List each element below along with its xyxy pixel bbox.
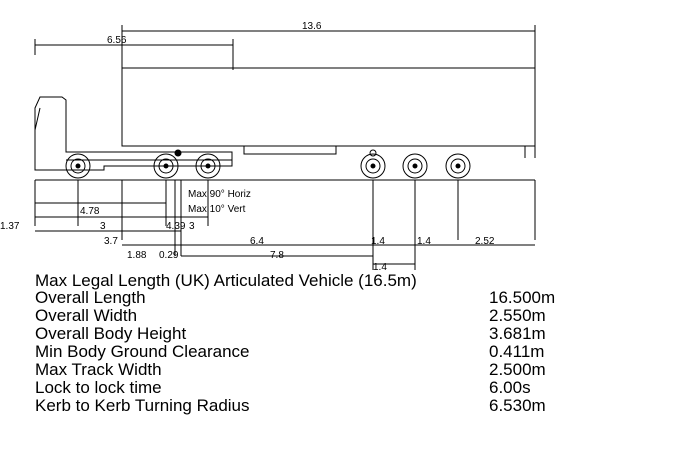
spec-value: 2.550m [489, 306, 546, 325]
wheel-drive-2 [195, 153, 221, 179]
trailer-skirt [243, 145, 337, 155]
wheel-trailer-2 [402, 153, 428, 179]
dim-1-4c: 1.4 [373, 262, 387, 272]
wheel-front [65, 153, 91, 179]
dim-3b: 3 [189, 221, 195, 232]
dim-3: 3 [100, 221, 106, 232]
spec-row: Max Track Width 2.500m [35, 361, 635, 379]
spec-label: Max Track Width [35, 360, 162, 379]
wheels [65, 149, 471, 179]
dim-3-7: 3.7 [104, 236, 118, 247]
dim-4-78: 4.78 [80, 206, 100, 217]
spec-label: Overall Length [35, 288, 146, 307]
wheel-drive-1 [153, 153, 179, 179]
dim-7-8: 7.8 [270, 250, 284, 261]
spec-value: 2.500m [489, 360, 546, 379]
dim-cab-reach: 6.56 [107, 35, 127, 46]
dim-4-39: 4.39 [166, 221, 186, 232]
trailer-body [121, 67, 536, 147]
spec-value: 6.530m [489, 396, 546, 415]
spec-title: Max Legal Length (UK) Articulated Vehicl… [35, 271, 417, 290]
spec-value: 6.00s [489, 378, 531, 397]
dim-body-length: 13.6 [302, 21, 322, 32]
dim-1-4a: 1.4 [371, 236, 385, 247]
dim-1-37: 1.37 [0, 221, 20, 232]
dimension-rows [35, 202, 535, 265]
wheel-trailer-3 [445, 153, 471, 179]
spec-label: Kerb to Kerb Turning Radius [35, 396, 250, 415]
dim-6-4: 6.4 [250, 236, 264, 247]
dim-0-29: 0.29 [159, 250, 179, 261]
spec-label: Lock to lock time [35, 378, 162, 397]
body-length-dimension [121, 25, 536, 68]
spec-row: Overall Length 16.500m [35, 289, 635, 307]
tractor-cab [34, 96, 233, 171]
annotation-vert: Max 10° Vert [188, 204, 246, 215]
spec-value: 0.411m [489, 342, 545, 361]
spec-value: 3.681m [489, 324, 546, 343]
cab-reach-dimension [34, 39, 234, 70]
spec-label: Overall Body Height [35, 324, 187, 343]
spec-row: Lock to lock time 6.00s [35, 379, 635, 397]
spec-row: Kerb to Kerb Turning Radius 6.530m [35, 397, 635, 415]
dim-2-52: 2.52 [475, 236, 495, 247]
spec-panel: Max Legal Length (UK) Articulated Vehicl… [35, 272, 635, 415]
spec-value: 16.500m [489, 288, 556, 307]
wheel-trailer-1 [360, 149, 386, 179]
spec-label: Overall Width [35, 306, 138, 325]
spec-row: Min Body Ground Clearance 0.411m [35, 343, 635, 361]
spec-row: Overall Width 2.550m [35, 307, 635, 325]
vehicle-drawing: 13.6 6.56 [0, 21, 536, 272]
dim-1-88: 1.88 [127, 250, 147, 261]
spec-row: Overall Body Height 3.681m [35, 325, 635, 343]
annotation-horiz: Max 90° Horiz [188, 189, 251, 200]
dim-1-4b: 1.4 [417, 236, 431, 247]
spec-label: Min Body Ground Clearance [35, 342, 250, 361]
